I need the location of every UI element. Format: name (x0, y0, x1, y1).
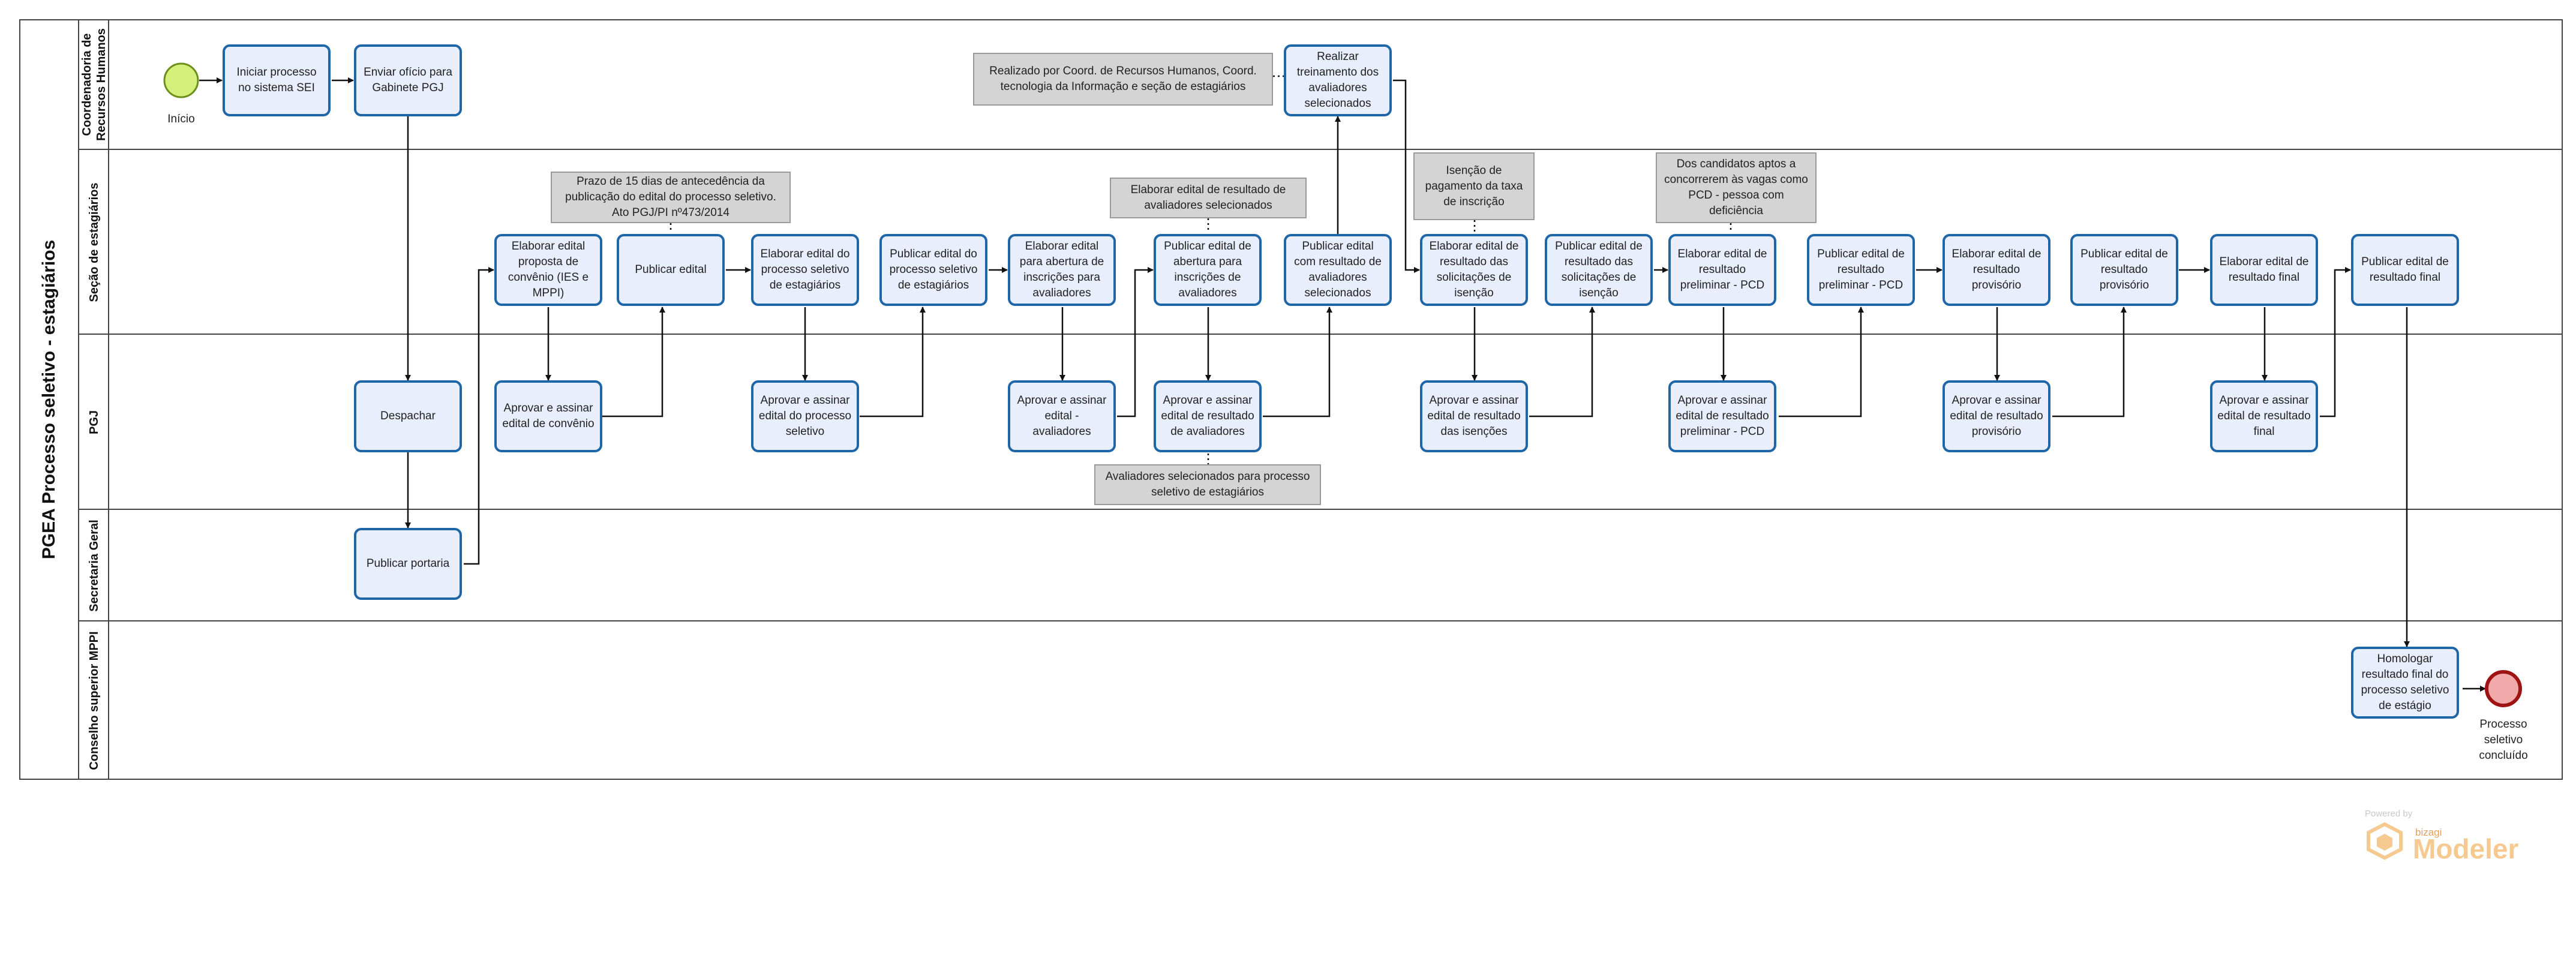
lane-label-cell (79, 510, 109, 621)
flow-aprovar-publicar (602, 307, 665, 418)
lane-label-cell (79, 621, 109, 780)
task-publicar-preliminar-pcd[interactable]: Publicar edital de resultado preliminar … (1807, 234, 1915, 306)
task-aprovar-edital-convenio[interactable]: Aprovar e assinar edital de convênio (494, 380, 602, 452)
lane-secretaria (79, 510, 2563, 621)
start-event (163, 62, 199, 98)
annotation-realizado: Realizado por Coord. de Recursos Humanos… (973, 53, 1273, 106)
task-publicar-resultado-provisorio[interactable]: Publicar edital de resultado provisório (2070, 234, 2178, 306)
pool-border (19, 19, 2563, 780)
lane-pgj (79, 335, 2563, 510)
task-aprovar-preliminar-pcd[interactable]: Aprovar e assinar edital de resultado pr… (1668, 380, 1776, 452)
watermark-product: Modeler (2413, 833, 2519, 864)
task-elaborar-resultado-provisorio[interactable]: Elaborar edital de resultado provisório (1942, 234, 2050, 306)
task-realizar-treinamento[interactable]: Realizar treinamento dos avaliadores sel… (1284, 44, 1392, 116)
task-publicar-edital-processo[interactable]: Publicar edital do processo seletivo de … (879, 234, 987, 306)
association-lines (669, 75, 1732, 464)
annotation-pcd: Dos candidatos aptos a concorrerem às va… (1656, 152, 1817, 223)
task-publicar-resultado-avaliadores[interactable]: Publicar edital com resultado de avaliad… (1284, 234, 1392, 306)
task-elaborar-resultado-isencao[interactable]: Elaborar edital de resultado das solicit… (1420, 234, 1528, 306)
task-enviar-oficio[interactable]: Enviar ofício para Gabinete PGJ (354, 44, 462, 116)
watermark-brand: bizagi (2415, 827, 2442, 838)
flow-aprfinal-pubfinal (2320, 267, 2351, 418)
task-aprovar-resultado-avaliadores[interactable]: Aprovar e assinar edital de resultado de… (1154, 380, 1262, 452)
lane-label-cell (79, 19, 109, 150)
annotation-avaliadores-selecionados: Avaliadores selecionados para processo s… (1094, 464, 1321, 505)
task-homologar-resultado[interactable]: Homologar resultado final do processo se… (2351, 647, 2459, 719)
task-elaborar-preliminar-pcd[interactable]: Elaborar edital de resultado preliminar … (1668, 234, 1776, 306)
end-event-label: Processo seletivo concluído (2479, 718, 2528, 762)
task-publicar-edital-abertura[interactable]: Publicar edital de abertura para inscriç… (1154, 234, 1262, 306)
flow-apraval-pubabert (1117, 267, 1154, 418)
flow-lines (199, 77, 2486, 692)
task-aprovar-resultado-provisorio[interactable]: Aprovar e assinar edital de resultado pr… (1942, 380, 2050, 452)
lane-label-cell (79, 335, 109, 510)
bizagi-logo-icon (2367, 822, 2403, 860)
task-aprovar-edital-avaliadores[interactable]: Aprovar e assinar edital - avaliadores (1008, 380, 1116, 452)
lane-rh (79, 19, 2563, 150)
flow-portaria-proposta (464, 267, 494, 565)
task-iniciar-processo[interactable]: Iniciar processo no sistema SEI (223, 44, 331, 116)
task-elaborar-resultado-final[interactable]: Elaborar edital de resultado final (2210, 234, 2318, 306)
task-publicar-edital[interactable]: Publicar edital (617, 234, 725, 306)
task-aprovar-edital-processo[interactable]: Aprovar e assinar edital do processo sel… (751, 380, 859, 452)
annotation-prazo: Prazo de 15 dias de antecedência da publ… (551, 172, 791, 223)
flow-aprpcd-pubpcd (1779, 307, 1864, 418)
annotation-isencao: Isenção de pagamento da taxa de inscriçã… (1413, 152, 1535, 220)
flow-realizar-elabisen (1393, 79, 1420, 273)
pool-label-column (19, 19, 79, 780)
task-elaborar-edital-abertura[interactable]: Elaborar edital para abertura de inscriç… (1008, 234, 1116, 306)
task-publicar-portaria[interactable]: Publicar portaria (354, 528, 462, 600)
task-aprovar-resultado-isencoes[interactable]: Aprovar e assinar edital de resultado da… (1420, 380, 1528, 452)
flow-aprprov-pubprov (2052, 307, 2127, 418)
annotation-elaborar-resultado-avaliadores: Elaborar edital de resultado de avaliado… (1110, 178, 1307, 218)
task-elaborar-edital-processo[interactable]: Elaborar edital do processo seletivo de … (751, 234, 859, 306)
start-event-label: Início (167, 113, 195, 125)
task-elaborar-proposta-convenio[interactable]: Elaborar edital proposta de convênio (IE… (494, 234, 602, 306)
lane-secao (79, 150, 2563, 335)
flow-aprres-pubaval (1263, 307, 1332, 418)
end-event (2485, 670, 2522, 707)
watermark-powered-by: Powered by (2365, 809, 2413, 819)
flow-aprisen-pubisen (1529, 307, 1595, 418)
task-despachar[interactable]: Despachar (354, 380, 462, 452)
task-aprovar-resultado-final[interactable]: Aprovar e assinar edital de resultado fi… (2210, 380, 2318, 452)
flow-aprovar-pubproc (860, 307, 926, 418)
lane-label-cell (79, 150, 109, 335)
task-publicar-resultado-final[interactable]: Publicar edital de resultado final (2351, 234, 2459, 306)
task-publicar-resultado-isencao[interactable]: Publicar edital de resultado das solicit… (1545, 234, 1653, 306)
